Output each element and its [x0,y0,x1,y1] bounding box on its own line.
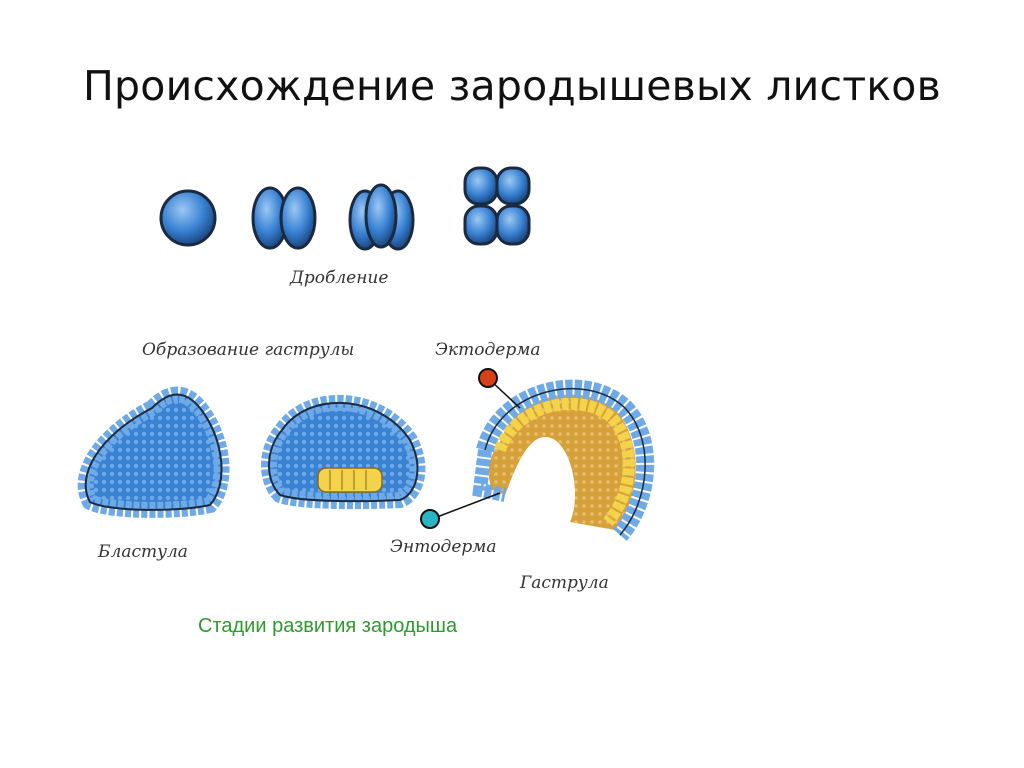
embryo-development-figure: Дробление Образование гаструлы Эктодерма… [60,150,680,660]
cleavage-label: Дробление [290,268,389,288]
blastula-label: Бластула [98,542,188,562]
blastula-illustration [77,386,230,518]
figure-caption: Стадии развития зародыша [198,615,458,637]
two-cell-stage [251,186,317,250]
gastrula-label: Гаструла [520,573,609,593]
gastrula-illustration [472,379,655,541]
ectoderm-pointer [478,368,521,409]
eight-cell-stage [463,166,531,246]
slide-title: Происхождение зародышевых листков [83,62,941,110]
endoderm-pointer [420,492,501,529]
endoderm-label: Энтодерма [390,537,497,557]
embryo-diagram-svg [77,166,655,541]
four-cell-stage [348,183,415,251]
early-gastrula-illustration [261,394,426,510]
ectoderm-label: Эктодерма [435,340,541,360]
zygote-cell [159,189,217,247]
gastrula-formation-label: Образование гаструлы [142,340,355,360]
